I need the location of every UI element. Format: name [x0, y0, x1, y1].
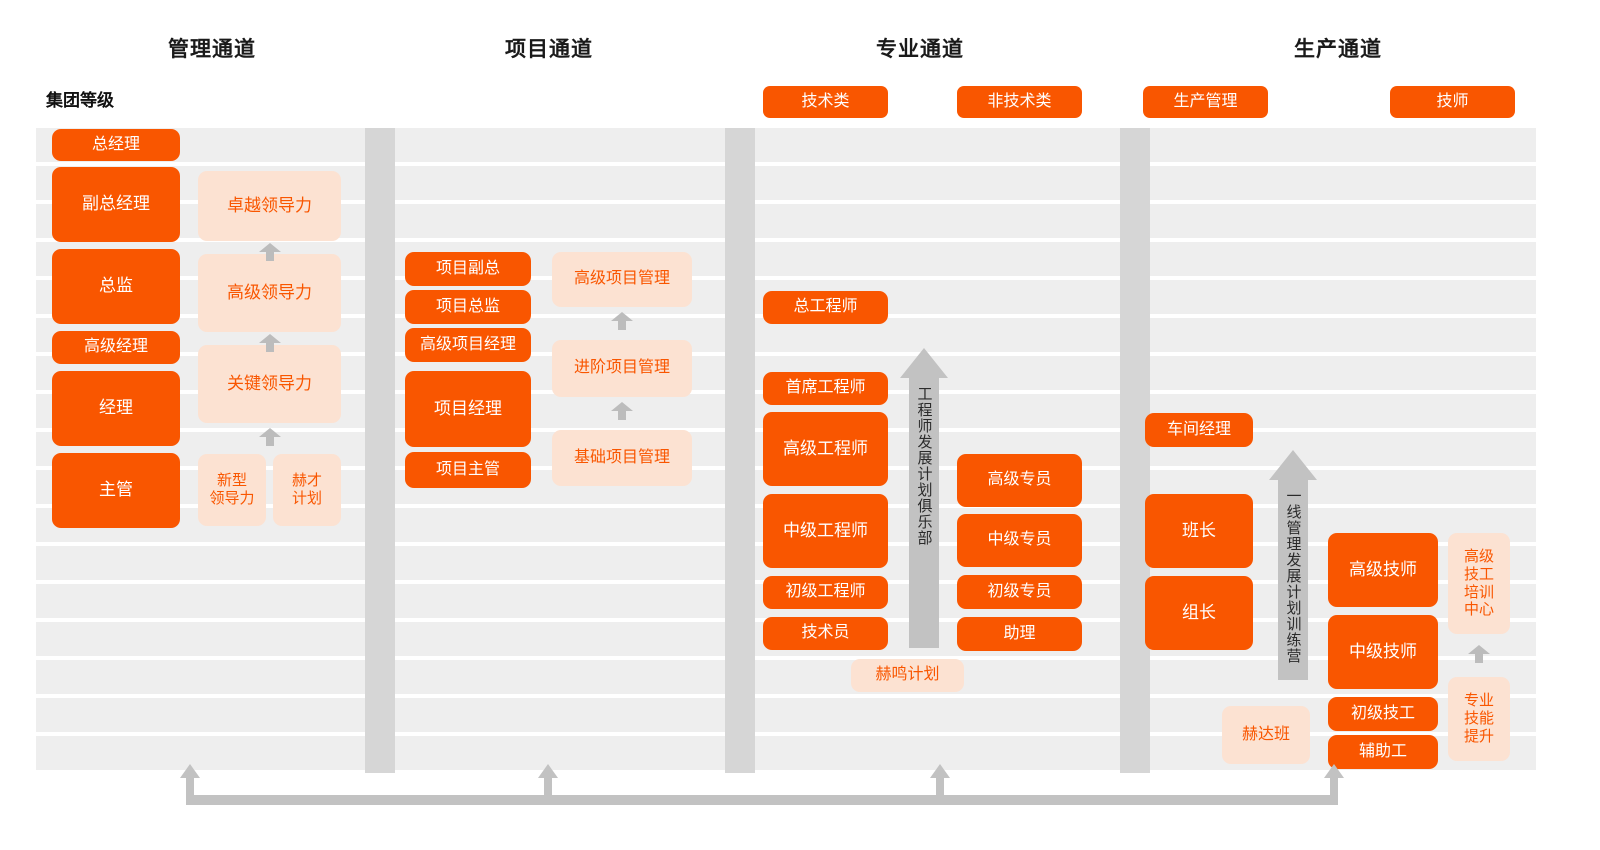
grid-row: [36, 736, 1536, 770]
program-box-management[interactable]: 关键领导力: [198, 345, 341, 423]
connector-arrow-head-icon: [930, 764, 950, 778]
position-box-production-mgmt[interactable]: 组长: [1145, 576, 1253, 650]
position-box-management[interactable]: 副总经理: [52, 167, 180, 242]
position-box-technical[interactable]: 初级工程师: [763, 576, 888, 609]
arrow-shaft-icon: [618, 409, 626, 420]
group-level-label: 集团等级: [46, 91, 114, 110]
arrow-head-icon: [611, 402, 633, 411]
program-box-production[interactable]: 高级 技工 培训 中心: [1448, 533, 1510, 634]
channel-title-4: 生产通道: [1294, 38, 1382, 61]
position-box-management[interactable]: 高级经理: [52, 331, 180, 364]
position-box-non-technical[interactable]: 助理: [957, 617, 1082, 651]
arrow-shaft-icon: [1475, 652, 1483, 663]
arrow-shaft-icon: [618, 319, 626, 330]
progression-arrow-management: [259, 243, 281, 261]
column-separator-1: [365, 128, 395, 773]
category-tag-1[interactable]: 技术类: [763, 86, 888, 118]
position-box-non-technical[interactable]: 初级专员: [957, 575, 1082, 609]
arrow-head-icon: [900, 348, 948, 378]
program-box-management[interactable]: 卓越领导力: [198, 171, 341, 241]
arrow-shaft-icon: [266, 250, 274, 261]
progression-arrow-production: [1468, 645, 1490, 663]
program-box-management[interactable]: 赫才 计划: [273, 454, 341, 526]
program-box-professional[interactable]: 赫鸣计划: [851, 659, 964, 692]
category-tag-2[interactable]: 非技术类: [957, 86, 1082, 118]
column-separator-3: [1120, 128, 1150, 773]
position-box-technical[interactable]: 总工程师: [763, 291, 888, 324]
position-box-management[interactable]: 经理: [52, 371, 180, 446]
grid-row: [36, 128, 1536, 162]
connector-arrow-head-icon: [180, 764, 200, 778]
position-box-production-mgmt[interactable]: 车间经理: [1145, 413, 1253, 447]
arrow-head-icon: [259, 334, 281, 343]
position-box-technical[interactable]: 中级工程师: [763, 494, 888, 568]
grid-row: [36, 698, 1536, 732]
progression-arrow-management: [259, 334, 281, 352]
engineer-development-program-arrow: 工程师发展计划俱乐部: [897, 348, 951, 648]
connector-stem: [936, 778, 944, 800]
position-box-project[interactable]: 高级项目经理: [405, 328, 531, 362]
position-box-technician[interactable]: 初级技工: [1328, 697, 1438, 731]
position-box-technician[interactable]: 中级技师: [1328, 615, 1438, 689]
program-box-management[interactable]: 新型 领导力: [198, 454, 266, 526]
arrow-label: 工程师发展计划俱乐部: [915, 386, 933, 546]
position-box-non-technical[interactable]: 中级专员: [957, 514, 1082, 567]
column-separator-2: [725, 128, 755, 773]
position-box-technician[interactable]: 辅助工: [1328, 735, 1438, 769]
arrow-shaft-icon: [266, 435, 274, 446]
program-box-management[interactable]: 高级领导力: [198, 254, 341, 332]
progression-arrow-project: [611, 312, 633, 330]
position-box-project[interactable]: 项目总监: [405, 290, 531, 324]
position-box-technician[interactable]: 高级技师: [1328, 533, 1438, 607]
position-box-management[interactable]: 主管: [52, 453, 180, 528]
position-box-project[interactable]: 项目主管: [405, 452, 531, 488]
progression-arrow-management: [259, 428, 281, 446]
channel-title-3: 专业通道: [876, 38, 964, 61]
position-box-technical[interactable]: 首席工程师: [763, 372, 888, 405]
arrow-head-icon: [1468, 645, 1490, 654]
category-tag-3[interactable]: 生产管理: [1143, 86, 1268, 118]
arrow-shaft-icon: [266, 341, 274, 352]
progression-arrow-project: [611, 402, 633, 420]
program-box-project[interactable]: 高级项目管理: [552, 252, 692, 307]
position-box-management[interactable]: 总监: [52, 249, 180, 324]
program-box-project[interactable]: 进阶项目管理: [552, 340, 692, 397]
channel-title-1: 管理通道: [168, 38, 256, 61]
connector-arrow-head-icon: [1324, 764, 1344, 778]
connector-stem: [186, 778, 194, 800]
position-box-technical[interactable]: 高级工程师: [763, 412, 888, 486]
program-box-project[interactable]: 基础项目管理: [552, 430, 692, 486]
position-box-management[interactable]: 总经理: [52, 129, 180, 161]
arrow-head-icon: [259, 428, 281, 437]
frontline-management-program-arrow: 一线管理发展计划训练营: [1266, 450, 1320, 680]
position-box-non-technical[interactable]: 高级专员: [957, 454, 1082, 507]
position-box-production-mgmt[interactable]: 班长: [1145, 494, 1253, 568]
arrow-head-icon: [611, 312, 633, 321]
channel-title-2: 项目通道: [505, 38, 593, 61]
program-box-production[interactable]: 赫达班: [1222, 706, 1310, 764]
position-box-project[interactable]: 项目副总: [405, 252, 531, 286]
arrow-shaft-icon: [909, 376, 939, 648]
position-box-technical[interactable]: 技术员: [763, 617, 888, 650]
position-box-project[interactable]: 项目经理: [405, 371, 531, 447]
arrow-head-icon: [259, 243, 281, 252]
connector-bar: [186, 795, 1338, 805]
connector-stem: [544, 778, 552, 800]
connector-stem: [1330, 778, 1338, 800]
arrow-shaft-icon: [1278, 478, 1308, 680]
connector-arrow-head-icon: [538, 764, 558, 778]
category-tag-4[interactable]: 技师: [1390, 86, 1515, 118]
arrow-head-icon: [1269, 450, 1317, 480]
program-box-production[interactable]: 专业 技能 提升: [1448, 677, 1510, 761]
arrow-label: 一线管理发展计划训练营: [1284, 488, 1302, 664]
